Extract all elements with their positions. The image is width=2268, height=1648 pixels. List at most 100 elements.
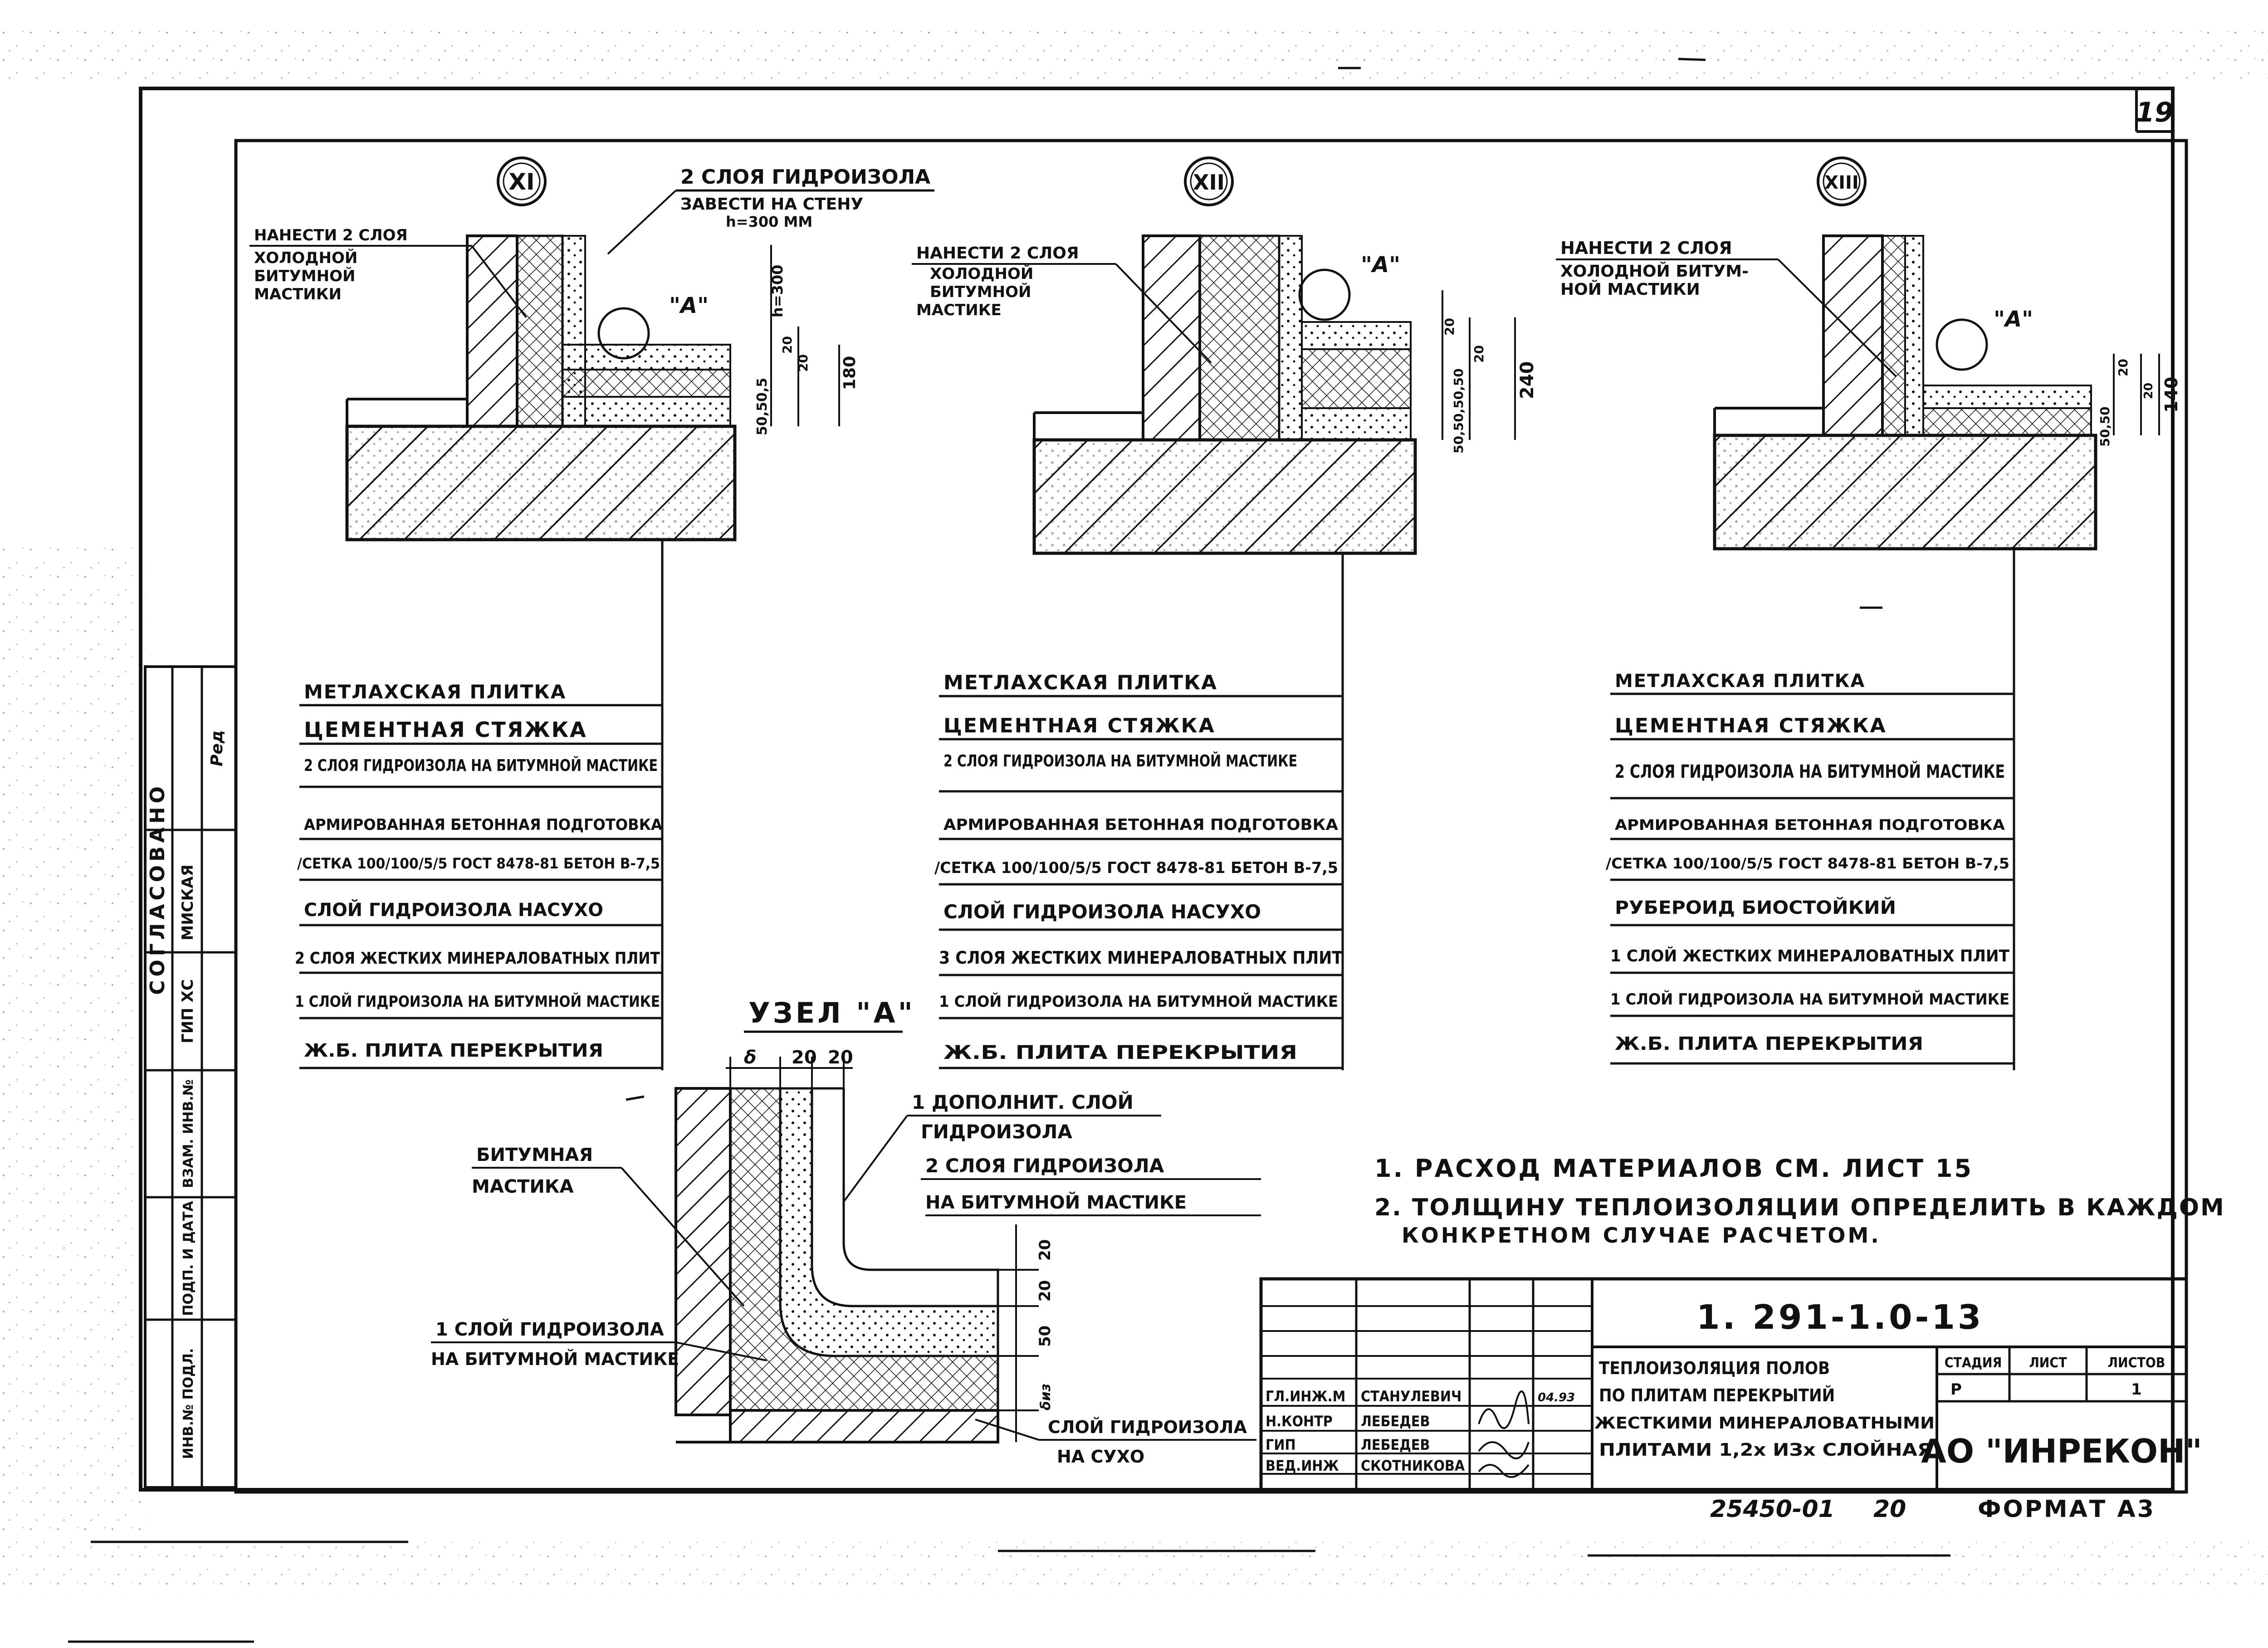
svg-text:20: 20 — [796, 354, 811, 372]
node-XI-callout-top2: ЗАВЕСТИ НА СТЕНУ — [680, 195, 863, 214]
svg-text:50,50,50,50: 50,50,50,50 — [1451, 368, 1466, 453]
sign-name-4: СКОТНИКОВА — [1361, 1457, 1465, 1474]
node-XII: XII "А" НАНЕСТИ 2 СЛОЯ ХОЛОДНОЙ БИТУМНОЙ… — [912, 156, 1538, 1070]
svg-text:20: 20 — [1036, 1239, 1054, 1261]
svg-text:НА БИТУМНОЙ МАСТИКЕ: НА БИТУМНОЙ МАСТИКЕ — [925, 1191, 1187, 1213]
strip-sign-date: ПОДП. И ДАТА — [181, 1200, 196, 1316]
scan-noise-top — [0, 27, 2268, 82]
svg-text:ГИДРОИЗОЛА: ГИДРОИЗОЛА — [921, 1121, 1072, 1143]
strip-inv-no: ИНВ.№ ПОДЛ. — [181, 1348, 196, 1459]
sign-role-2: Н.КОНТР — [1266, 1413, 1333, 1430]
sheet-format: ФОРМАТ А3 — [1978, 1496, 2156, 1523]
svg-text:/СЕТКА 100/100/5/5 ГОСТ 8478-8: /СЕТКА 100/100/5/5 ГОСТ 8478-81 БЕТОН В-… — [297, 855, 660, 872]
svg-text:МАСТИКЕ: МАСТИКЕ — [916, 301, 1002, 319]
node-XII-mark: "А" — [1361, 252, 1400, 278]
label-dry-layer: СЛОЙ ГИДРОИЗОЛА — [1048, 1417, 1247, 1437]
svg-text:1 СЛОЙ ГИДРОИЗОЛА НА БИТУМНОЙ: 1 СЛОЙ ГИДРОИЗОЛА НА БИТУМНОЙ МАСТИКЕ — [1610, 990, 2009, 1009]
svg-text:НА БИТУМНОЙ МАСТИКЕ: НА БИТУМНОЙ МАСТИКЕ — [431, 1349, 679, 1369]
node-XIII-id: XIII — [1824, 172, 1859, 193]
node-XI-mark: "А" — [669, 293, 709, 318]
detail-title: УЗЕЛ "А" — [748, 996, 915, 1029]
node-XI-id: XI — [508, 169, 534, 195]
svg-text:20: 20 — [2116, 359, 2131, 376]
svg-text:СЛОЙ ГИДРОИЗОЛА НАСУХО: СЛОЙ ГИДРОИЗОЛА НАСУХО — [304, 899, 603, 921]
label-one-layer: 1 СЛОЙ ГИДРОИЗОЛА — [435, 1318, 664, 1340]
title-line-3: ЖЕСТКИМИ МИНЕРАЛОВАТНЫМИ — [1594, 1414, 1935, 1433]
node-XI-callout-top: 2 СЛОЯ ГИДРОИЗОЛА — [680, 166, 930, 189]
svg-text:Ж.Б. ПЛИТА ПЕРЕКРЫТИЯ: Ж.Б. ПЛИТА ПЕРЕКРЫТИЯ — [943, 1041, 1297, 1063]
node-XII-callout-1: НАНЕСТИ 2 СЛОЯ — [916, 244, 1079, 263]
svg-text:/СЕТКА 100/100/5/5 ГОСТ 8478-8: /СЕТКА 100/100/5/5 ГОСТ 8478-81 БЕТОН В-… — [1606, 855, 2009, 872]
svg-text:Ж.Б. ПЛИТА ПЕРЕКРЫТИЯ: Ж.Б. ПЛИТА ПЕРЕКРЫТИЯ — [304, 1040, 603, 1061]
layers-XIII: МЕТЛАХСКАЯ ПЛИТКА ЦЕМЕНТНАЯ СТЯЖКА 2 СЛО… — [1606, 671, 2014, 1065]
svg-text:180: 180 — [841, 356, 859, 390]
svg-text:БИТУМНОЙ: БИТУМНОЙ — [254, 267, 355, 285]
sign-role-3: ГИП — [1266, 1436, 1296, 1453]
stage-value: Р — [1950, 1380, 1962, 1399]
svg-text:АРМИРОВАННАЯ БЕТОННАЯ ПОДГОТОВ: АРМИРОВАННАЯ БЕТОННАЯ ПОДГОТОВКА — [304, 816, 662, 834]
approval-row-1: ГИП ХС — [179, 979, 197, 1043]
svg-text:МЕТЛАХСКАЯ ПЛИТКА: МЕТЛАХСКАЯ ПЛИТКА — [943, 671, 1217, 694]
svg-text:ХОЛОДНОЙ БИТУМ-: ХОЛОДНОЙ БИТУМ- — [1560, 262, 1749, 281]
svg-text:140: 140 — [2161, 377, 2181, 413]
svg-text:δ: δ — [744, 1047, 756, 1068]
node-XIII-mark: "А" — [1994, 307, 2033, 332]
approval-row-2: МИСКАЯ — [179, 864, 197, 941]
page-number: 20 — [1873, 1496, 1906, 1523]
svg-text:2 СЛОЯ ЖЕСТКИХ МИНЕРАЛОВАТНЫХ: 2 СЛОЯ ЖЕСТКИХ МИНЕРАЛОВАТНЫХ ПЛИТ — [295, 949, 660, 968]
svg-text:ЦЕМЕНТНАЯ СТЯЖКА: ЦЕМЕНТНАЯ СТЯЖКА — [943, 714, 1216, 737]
svg-text:АРМИРОВАННАЯ БЕТОННАЯ ПОДГОТОВ: АРМИРОВАННАЯ БЕТОННАЯ ПОДГОТОВКА — [943, 816, 1338, 834]
title-code: 1. 291-1.0-13 — [1696, 1298, 1984, 1337]
svg-text:МЕТЛАХСКАЯ ПЛИТКА: МЕТЛАХСКАЯ ПЛИТКА — [304, 681, 566, 703]
approval-title: СОГЛАСОВАНО — [146, 783, 169, 995]
node-XI-wall — [466, 234, 518, 428]
svg-text:20: 20 — [828, 1047, 853, 1068]
svg-text:БИТУМНОЙ: БИТУМНОЙ — [930, 283, 1031, 301]
svg-text:20: 20 — [1442, 318, 1457, 336]
node-XI-callout-top3: h=300 ММ — [726, 213, 812, 230]
layers-XI: МЕТЛАХСКАЯ ПЛИТКА ЦЕМЕНТНАЯ СТЯЖКА 2 СЛО… — [295, 681, 662, 1069]
svg-text:3 СЛОЯ ЖЕСТКИХ МИНЕРАЛОВАТНЫХ: 3 СЛОЯ ЖЕСТКИХ МИНЕРАЛОВАТНЫХ ПЛИТ — [939, 948, 1343, 968]
note-2: 2. ТОЛЩИНУ ТЕПЛОИЗОЛЯЦИИ ОПРЕДЕЛИТЬ В КА… — [1374, 1194, 2225, 1221]
title-line-1: ТЕПЛОИЗОЛЯЦИЯ ПОЛОВ — [1599, 1358, 1830, 1378]
svg-text:20: 20 — [1471, 345, 1486, 363]
sheet-label: ЛИСТ — [2029, 1355, 2067, 1371]
svg-text:δиз: δиз — [1038, 1384, 1054, 1410]
svg-text:МЕТЛАХСКАЯ ПЛИТКА: МЕТЛАХСКАЯ ПЛИТКА — [1615, 671, 1865, 692]
note-2-cont: КОНКРЕТНОМ СЛУЧАЕ РАСЧЕТОМ. — [1402, 1223, 1881, 1248]
node-XIII: XIII "А" НАНЕСТИ 2 СЛОЯ ХОЛОДНОЙ БИТУМ- … — [1556, 156, 2181, 1070]
note-1: 1. РАСХОД МАТЕРИАЛОВ СМ. ЛИСТ 15 — [1374, 1154, 1973, 1183]
svg-text:1 СЛОЙ ГИДРОИЗОЛА НА БИТУМНОЙ: 1 СЛОЙ ГИДРОИЗОЛА НА БИТУМНОЙ МАСТИКЕ — [939, 992, 1338, 1011]
svg-text:20: 20 — [792, 1047, 817, 1068]
sign-name-2: ЛЕБЕДЕВ — [1361, 1413, 1430, 1430]
inventory-number: 25450-01 — [1710, 1496, 1835, 1523]
svg-text:МАСТИКИ: МАСТИКИ — [254, 285, 342, 303]
scan-marks — [68, 58, 1950, 1643]
node-XI: XI "А" 2 СЛОЯ ГИДРОИЗОЛА ЗАВЕСТИ НА СТЕН… — [249, 156, 934, 1070]
svg-text:МАСТИКА: МАСТИКА — [472, 1176, 574, 1197]
svg-text:ЦЕМЕНТНАЯ СТЯЖКА: ЦЕМЕНТНАЯ СТЯЖКА — [1615, 714, 1887, 737]
svg-text:2 СЛОЯ ГИДРОИЗОЛА НА БИТУМНОЙ: 2 СЛОЯ ГИДРОИЗОЛА НА БИТУМНОЙ МАСТИКЕ — [304, 756, 658, 775]
node-XI-callout-1: НАНЕСТИ 2 СЛОЯ — [254, 226, 408, 244]
svg-text:240: 240 — [1517, 361, 1538, 400]
notes: 1. РАСХОД МАТЕРИАЛОВ СМ. ЛИСТ 15 2. ТОЛЩ… — [1374, 1154, 2225, 1248]
title-block: ГЛ.ИНЖ.М СТАНУЛЕВИЧ Н.КОНТР ЛЕБЕДЕВ ГИП … — [1259, 1277, 2202, 1494]
layers-XII: МЕТЛАХСКАЯ ПЛИТКА ЦЕМЕНТНАЯ СТЯЖКА 2 СЛО… — [934, 671, 1343, 1069]
svg-text:СЛОЙ ГИДРОИЗОЛА НАСУХО: СЛОЙ ГИДРОИЗОЛА НАСУХО — [943, 900, 1261, 923]
svg-text:НА СУХО: НА СУХО — [1057, 1447, 1144, 1467]
svg-text:/СЕТКА 100/100/5/5 ГОСТ 8478-8: /СЕТКА 100/100/5/5 ГОСТ 8478-81 БЕТОН В-… — [934, 859, 1338, 877]
svg-text:2 СЛОЯ ГИДРОИЗОЛА НА БИТУМНОЙ: 2 СЛОЯ ГИДРОИЗОЛА НА БИТУМНОЙ МАСТИКЕ — [943, 751, 1297, 770]
label-extra-layer: 1 ДОПОЛНИТ. СЛОЙ — [912, 1091, 1134, 1113]
signature-scribbles — [1478, 1390, 1530, 1478]
svg-text:2 СЛОЯ ГИДРОИЗОЛА НА БИТУМНОЙ: 2 СЛОЯ ГИДРОИЗОЛА НА БИТУМНОЙ МАСТИКЕ — [1615, 761, 2005, 782]
date-mark: 04.93 — [1538, 1391, 1575, 1404]
svg-text:20: 20 — [1036, 1280, 1054, 1302]
sign-role-1: ГЛ.ИНЖ.М — [1266, 1388, 1345, 1405]
svg-text:НОЙ МАСТИКИ: НОЙ МАСТИКИ — [1560, 280, 1700, 299]
strip-replace-inv: ВЗАМ. ИНВ.№ — [181, 1079, 196, 1188]
svg-text:АРМИРОВАННАЯ БЕТОННАЯ ПОДГОТОВ: АРМИРОВАННАЯ БЕТОННАЯ ПОДГОТОВКА — [1615, 816, 2005, 834]
svg-text:1 СЛОЙ ЖЕСТКИХ МИНЕРАЛОВАТНЫХ: 1 СЛОЙ ЖЕСТКИХ МИНЕРАЛОВАТНЫХ ПЛИТ — [1610, 946, 2009, 965]
stage-label: СТАДИЯ — [1945, 1355, 2002, 1371]
svg-text:ХОЛОДНОЙ: ХОЛОДНОЙ — [930, 264, 1033, 283]
